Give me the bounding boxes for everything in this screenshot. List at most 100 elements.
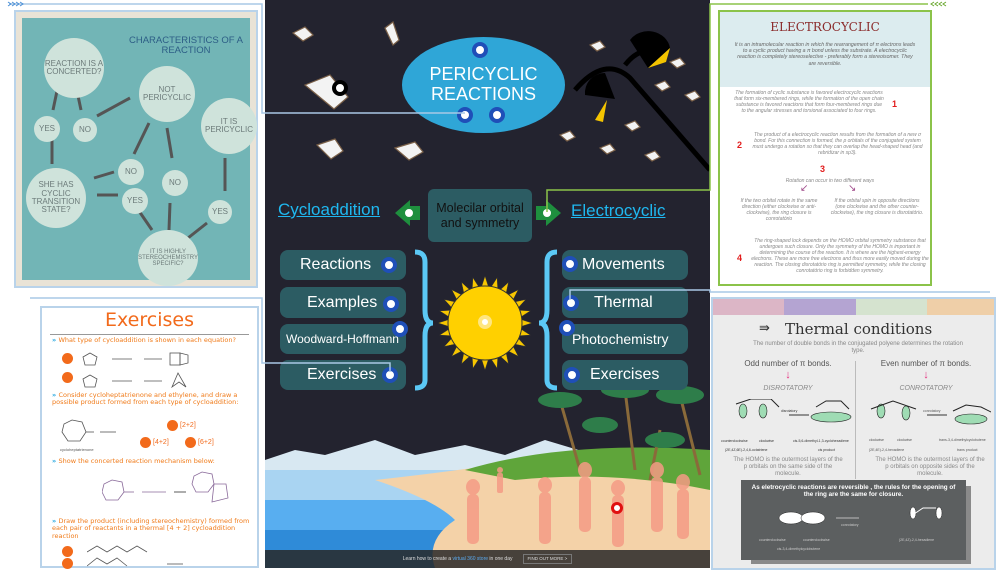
point-1: The formation of cyclic substance is fav… xyxy=(734,90,884,114)
bubble-cyclic-transition: SHE HAS CYCLIC TRANSITION STATE? xyxy=(26,168,86,228)
con-label-reactant: (2E,4E)-2,4-hexadiene xyxy=(869,448,905,452)
homo-left: The HOMO is the outermost layers of the … xyxy=(733,457,843,477)
arrow-icon xyxy=(140,437,151,448)
question-2: Consider cycloheptatrienone and ethylene… xyxy=(52,391,239,407)
reversible-box-title: As eletrocyclic reactions are reversible… xyxy=(751,484,956,499)
electrocyclic-title: ELECTROCYCLIC xyxy=(770,20,880,34)
arrow-down-right-icon: ↘ xyxy=(848,183,857,194)
odd-bonds: Odd number of π bonds. xyxy=(744,359,832,368)
hotspot-beach[interactable] xyxy=(611,502,623,514)
bubble-stereo: IT IS HIGHLY STEREOCHEMISTRY SPECIFIC? xyxy=(138,230,198,286)
footer-link[interactable]: virtual 360 store xyxy=(452,555,489,562)
dis-label-cis-product: cis product xyxy=(818,448,835,452)
con-label-clockwise: clockwise xyxy=(869,438,884,442)
color-stripe xyxy=(926,299,994,315)
right-item-exercises[interactable]: Exercises xyxy=(562,360,688,390)
arrow-icon xyxy=(62,546,73,557)
hotspot-woodward-hoffmann[interactable] xyxy=(392,321,408,337)
box-label-arrow: conrotatory xyxy=(841,523,859,527)
even-bonds: Even number of π bonds. xyxy=(880,359,972,368)
exercises-panel: Exercises » What type of cycloaddition i… xyxy=(40,306,259,569)
number-1: 1 xyxy=(892,99,898,109)
pericyclic-interactive-image: PERICYCLIC REACTIONS Molecilar orbital a… xyxy=(265,0,710,568)
chevron-decoration-left xyxy=(7,1,24,7)
conrotatory-label: CONROTATORY xyxy=(899,385,953,392)
hotspot-exercises-left[interactable] xyxy=(382,367,398,383)
point-3: Rotation can occur in two different ways xyxy=(785,178,875,184)
arrow-icon xyxy=(167,420,178,431)
hotspot-moth[interactable] xyxy=(332,80,348,96)
cycloaddition-link[interactable]: Cycloaddition xyxy=(278,200,381,219)
bubble-no: NO xyxy=(162,170,188,196)
bubble-yes: YES xyxy=(34,116,60,142)
footer-text-post: in one day xyxy=(488,555,513,562)
option-4-2[interactable]: [4+2] xyxy=(153,439,169,446)
con-label-trans-product: trans product xyxy=(957,448,978,452)
point-2: The product of a electrocyclic reaction … xyxy=(752,132,923,156)
find-out-more-button[interactable]: FIND OUT MORE > xyxy=(522,553,573,565)
number-2: 2 xyxy=(737,140,743,150)
electrocyclic-panel: ELECTROCYCLIC It is an intramolecular re… xyxy=(718,10,932,286)
hotspot-electrocyclic[interactable] xyxy=(540,206,554,220)
option-6-2[interactable]: [6+2] xyxy=(198,439,214,446)
street-lamp-icon xyxy=(573,31,710,172)
right-item-movements[interactable]: Movements xyxy=(562,250,688,280)
point-4: The ring-shaped lock depends on the HOMO… xyxy=(751,238,929,274)
footer-text: Learn how to create a virtual 360 store … xyxy=(402,555,513,562)
hotspot-exercises-right[interactable] xyxy=(564,367,580,383)
number-3: 3 xyxy=(820,164,826,174)
color-stripe xyxy=(713,299,785,315)
left-item-reactions[interactable]: Reactions xyxy=(280,250,406,280)
hotspot-examples[interactable] xyxy=(383,296,399,312)
question-4: Draw the product (including stereochemis… xyxy=(52,517,250,540)
hotspot-thermal[interactable] xyxy=(563,295,579,311)
thermal-conditions-panel: ⇛ Thermal conditions The number of doubl… xyxy=(711,297,996,570)
arrow-down-icon: ↓ xyxy=(785,369,791,381)
bubble-no: NO xyxy=(73,118,97,142)
arrow-icon xyxy=(62,558,73,569)
hotspot-title-top[interactable] xyxy=(472,42,488,58)
dis-label-product: cis-5,6-dimethyl-1,3-cyclohexadiene xyxy=(793,439,849,443)
bubble-yes: YES xyxy=(122,188,148,214)
question-1: What type of cycloaddition is shown in e… xyxy=(58,336,236,344)
bubble-not-pericyclic: NOT PERICYCLIC xyxy=(139,66,195,122)
thermal-title: Thermal conditions xyxy=(785,320,933,338)
bubble-concerted: REACTION IS A CONCERTED? xyxy=(44,38,104,98)
structure-label: cycloheptatrienone xyxy=(60,447,94,452)
left-item-woodward-hoffmann[interactable]: Woodward-Hoffmann xyxy=(280,324,406,354)
right-item-photochemistry[interactable]: Photochemistry xyxy=(562,324,688,354)
hotspot-title-bottom[interactable] xyxy=(489,107,505,123)
box-label-counterclockwise-2: counterclockwise xyxy=(803,538,830,542)
color-stripes xyxy=(713,299,994,315)
left-brace xyxy=(414,249,434,391)
right-item-thermal[interactable]: Thermal xyxy=(562,287,688,318)
footer-text-pre: Learn how to create a xyxy=(402,555,453,562)
mechanism-structure xyxy=(102,471,229,503)
hotspot-sun[interactable] xyxy=(478,315,492,329)
bubble-yes: YES xyxy=(208,200,232,224)
box-label-reactant: cis-3,4-dimethylcyclobutene xyxy=(777,547,821,551)
hotspot-reactions[interactable] xyxy=(381,257,397,273)
characteristics-panel: CHARACTERISTICS OF A REACTION REACTION I… xyxy=(14,10,258,288)
structure-1 xyxy=(82,352,189,389)
dis-label-counterclockwise: counterclockwise xyxy=(721,439,748,443)
hotspot-photochemistry[interactable] xyxy=(559,320,575,336)
point-3a: If the two orbital rotate in the same di… xyxy=(740,198,818,222)
homo-right: The HOMO is the outermost layers of the … xyxy=(875,457,985,477)
arrow-down-left-icon: ↙ xyxy=(800,183,809,194)
option-2-2[interactable]: [2+2] xyxy=(180,422,196,429)
dis-label-reactant: (2E,4Z,6E)-2,4,6-octatriene xyxy=(725,448,768,452)
electrocyclic-intro: It is an intramolecular reaction in whic… xyxy=(734,42,916,67)
con-label-product: trans-3,4-dimethylcyclobutene xyxy=(939,438,986,442)
electrocyclic-link[interactable]: Electrocyclic xyxy=(571,201,666,220)
con-label-clockwise-2: clockwise xyxy=(897,438,912,442)
dis-label-arrow: disrotatory xyxy=(781,409,798,413)
bubble-no: NO xyxy=(118,159,144,185)
disrotatory-label: DISROTATORY xyxy=(763,385,813,392)
hotspot-cycloaddition[interactable] xyxy=(402,206,416,220)
arrow-icon xyxy=(62,372,73,383)
hotspot-characteristics[interactable] xyxy=(457,107,473,123)
chevron-decoration-right xyxy=(930,1,947,7)
reversible-box: As eletrocyclic reactions are reversible… xyxy=(741,480,966,560)
hotspot-movements[interactable] xyxy=(562,256,578,272)
